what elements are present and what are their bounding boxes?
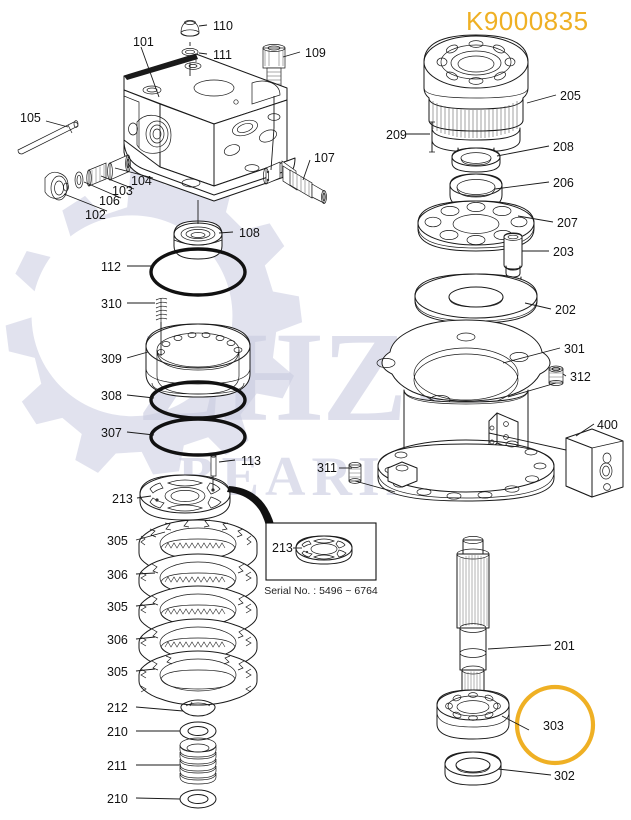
callout-212: 212 [107,701,128,715]
part-211-compression-spring [179,737,217,785]
callout-103: 103 [112,184,133,198]
part-107-relief-valve-cartridge [263,160,327,204]
part-307-o-ring [149,417,247,457]
callout-303: 303 [543,719,564,733]
callout-306-a: 306 [107,568,128,582]
callout-105: 105 [20,111,41,125]
highlight-circle [514,684,596,766]
part-301-swing-motor-housing [376,319,555,502]
callout-201: 201 [554,639,575,653]
callout-106: 106 [99,194,120,208]
callout-207: 207 [557,216,578,230]
part-101-valve-housing-block [123,53,296,202]
callout-310: 310 [101,297,122,311]
callout-112: 112 [101,260,121,274]
callout-311: 311 [317,461,337,475]
part-108-bearing-race [173,220,223,260]
part-112-o-ring-large [149,247,247,297]
alternate-part-inset: 213 Serial No. : 5496 ~ 6764 [227,486,378,597]
part-212-retaining-ring [180,699,216,717]
callout-306-b: 306 [107,633,128,647]
page-title: K9000835 [466,6,589,36]
part-210-washer [179,721,217,741]
callout-108: 108 [239,226,260,240]
callout-202: 202 [555,303,576,317]
inset-caption: Serial No. : 5496 ~ 6764 [264,585,378,597]
callout-308: 308 [101,389,122,403]
callout-305-a: 305 [107,534,128,548]
part-309-valve-plate-ring [145,323,251,398]
callout-302: 302 [554,769,575,783]
part-103-spool [86,162,107,187]
callout-208: 208 [553,140,574,154]
part-202-thrust-washer [414,273,538,324]
callout-312: 312 [570,370,591,384]
callout-213: 213 [112,492,133,506]
inset-part-number: 213 [272,541,293,555]
callout-110: 110 [213,19,233,33]
callout-102: 102 [85,208,106,222]
callout-109: 109 [305,46,326,60]
part-205-cylinder-block [423,34,529,170]
callout-113: 113 [241,454,261,468]
part-400-brake-valve-block [565,428,624,498]
part-209-pin [429,121,435,153]
part-110-plug-cap [180,20,200,37]
part-104-sleeve [107,154,131,181]
part-303-ball-bearing [436,689,510,740]
callout-104: 104 [131,174,152,188]
callout-205: 205 [560,89,581,103]
part-302-oil-seal [444,751,502,786]
part-305-friction-plate [138,650,258,706]
callout-400: 400 [597,418,618,432]
callout-211: 211 [107,759,127,773]
callout-301: 301 [564,342,585,356]
part-106-o-ring [74,171,84,189]
callout-203: 203 [553,245,574,259]
part-208-retainer-ring [451,147,501,173]
callout-210-a: 210 [107,725,128,739]
callout-209: 209 [386,128,407,142]
callout-111: 111 [213,48,232,62]
friction-plate-stack [138,519,258,706]
part-102-plug-cap [44,171,69,201]
part-113-pin [210,454,217,477]
part-311-plug-screw [348,462,362,484]
callout-305-c: 305 [107,665,128,679]
callout-labels: 110 111 109 101 105 107 104 103 106 102 … [20,19,618,806]
leader-lines [45,24,595,800]
part-210-washer [179,789,217,809]
callout-305-b: 305 [107,600,128,614]
part-213-swash-plate [139,474,231,521]
callout-101: 101 [133,35,154,49]
callout-309: 309 [101,352,122,366]
callout-210-b: 210 [107,792,128,806]
part-312-plug-screw [548,365,564,386]
callout-206: 206 [553,176,574,190]
part-105-dowel-pin [17,120,79,155]
callout-307: 307 [101,426,122,440]
callout-107: 107 [314,151,335,165]
